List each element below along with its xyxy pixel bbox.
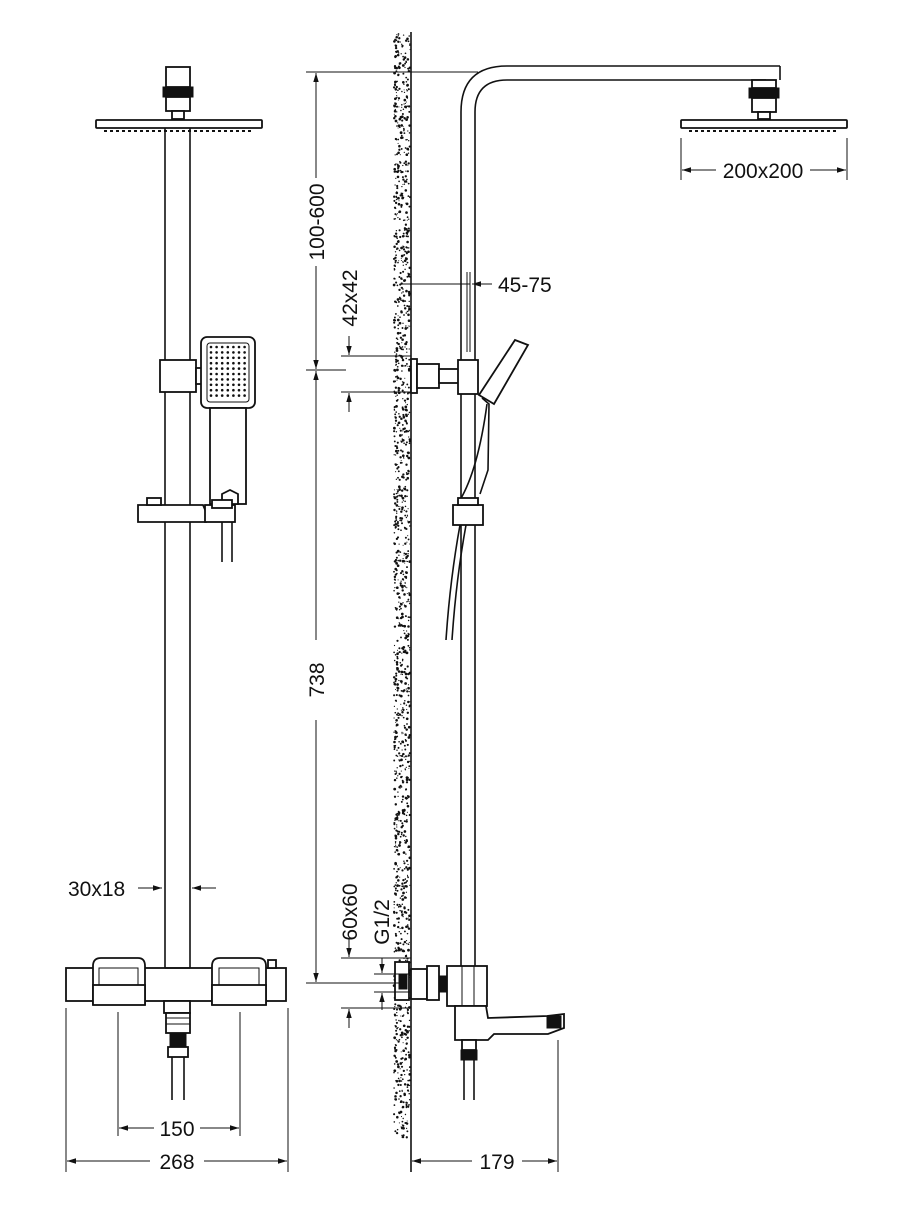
label-268: 268 <box>159 1151 194 1174</box>
label-60x60: 60x60 <box>339 883 362 940</box>
front-riser-pipe <box>164 128 191 968</box>
dim-riser-length: 738 <box>306 371 400 984</box>
label-200x200: 200x200 <box>723 160 804 183</box>
side-mixer <box>394 961 565 1100</box>
label-150: 150 <box>159 1118 194 1141</box>
side-riser-pipe <box>460 65 781 969</box>
front-slider-holder <box>137 497 236 562</box>
dim-overall-depth: 179 <box>412 1040 559 1174</box>
dim-head-size: 200x200 <box>680 138 848 183</box>
front-top-connector <box>162 66 194 120</box>
label-179: 179 <box>479 1151 514 1174</box>
front-thermostatic-mixer <box>65 957 287 1006</box>
side-view: 200x200 100-600 45-75 42x42 738 <box>306 32 848 1174</box>
label-42x42: 42x42 <box>339 269 362 326</box>
side-rain-head <box>680 79 848 132</box>
dim-inlet-centres: 150 <box>117 1012 241 1141</box>
dim-overall-width: 268 <box>65 1008 289 1174</box>
dim-inlet-thread: G1/2 <box>371 899 410 1010</box>
wall-section <box>392 32 412 1172</box>
front-rain-head <box>95 119 263 132</box>
side-wall-bracket <box>410 358 479 395</box>
dim-wall-offset: 45-75 <box>402 274 552 297</box>
dim-bracket-size: 42x42 <box>339 269 411 412</box>
label-45-75: 45-75 <box>498 274 552 297</box>
side-slider-holder <box>445 497 484 641</box>
label-g1-2: G1/2 <box>371 899 394 945</box>
dim-rail-section: 30x18 <box>68 878 216 901</box>
front-hand-shower <box>200 336 256 505</box>
dim-arm-projection: 100-600 <box>306 71 478 371</box>
front-upper-clamp <box>159 359 197 393</box>
front-view: 30x18 150 268 <box>65 66 289 1174</box>
label-100-600: 100-600 <box>306 183 329 260</box>
front-bottom-outlet <box>163 1000 191 1100</box>
label-30x18: 30x18 <box>68 878 125 901</box>
dim-mixer-block: 60x60 <box>339 883 411 1028</box>
label-738: 738 <box>306 662 329 697</box>
side-hand-shower <box>459 338 530 501</box>
